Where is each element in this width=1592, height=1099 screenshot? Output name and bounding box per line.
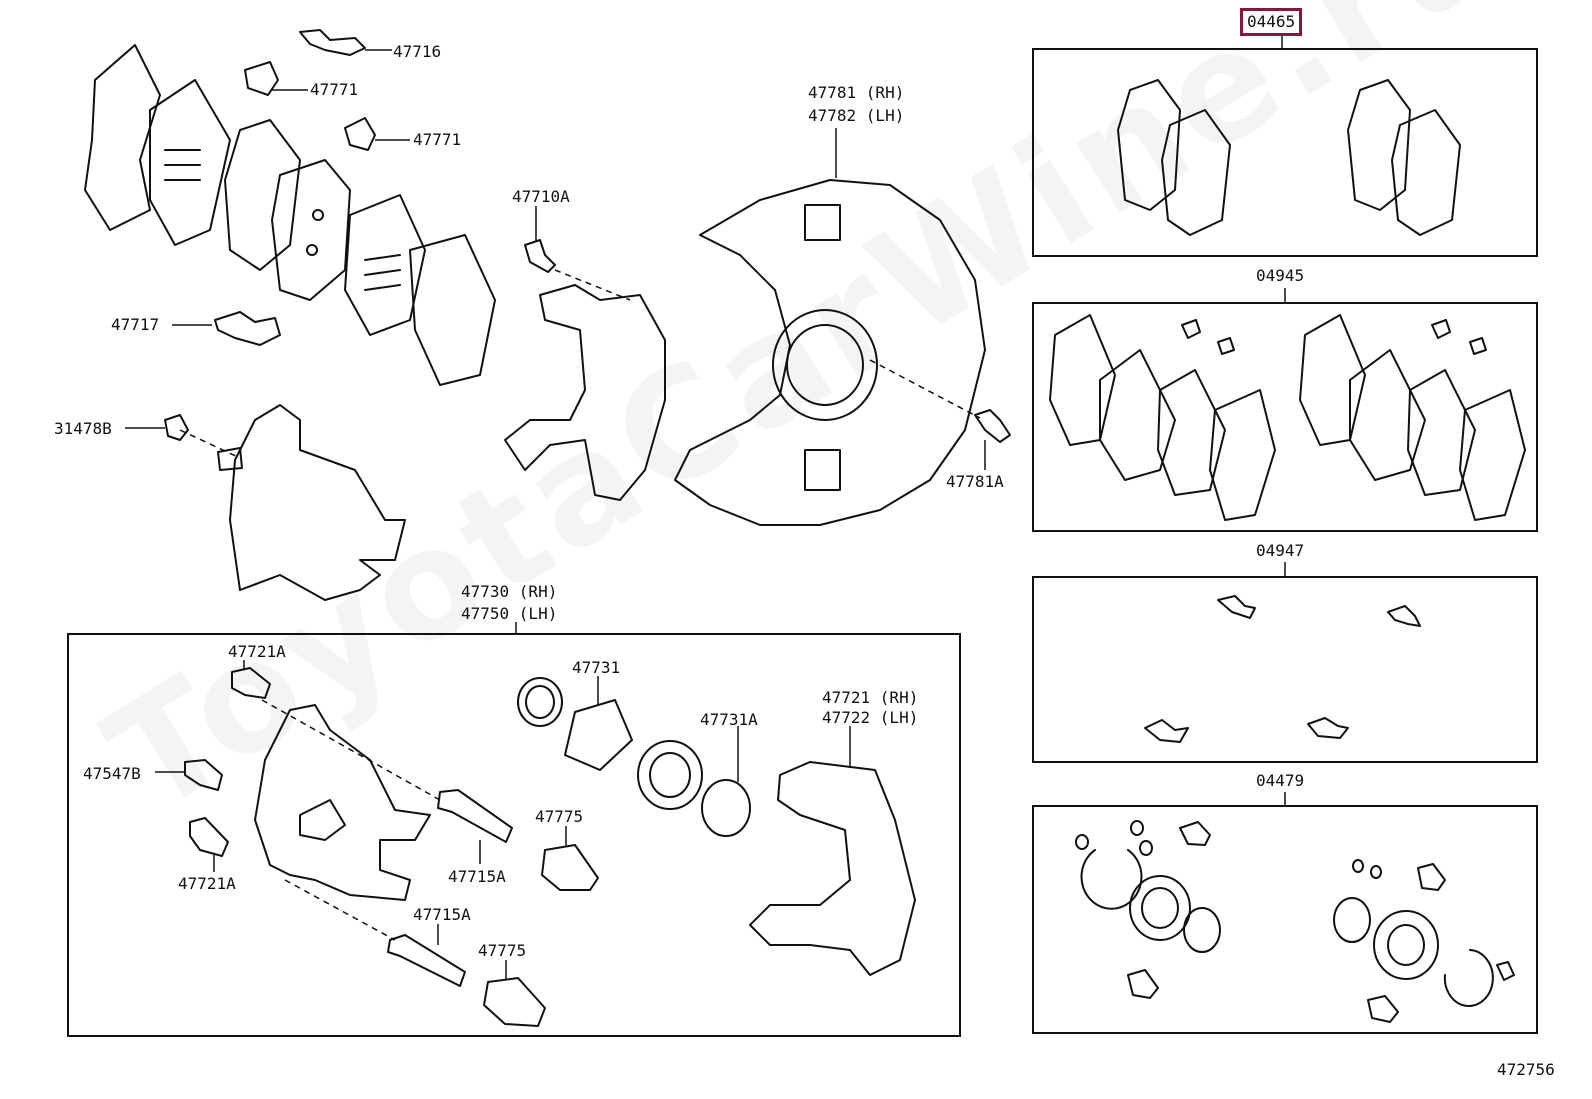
anti-squeal-shim-inner[interactable] [344, 194, 496, 386]
clip-47716[interactable] [299, 29, 392, 56]
slide-pin-47715a-right[interactable] [437, 789, 513, 864]
callout-47781-rh: 47781 (RH) [808, 83, 905, 102]
callout-47547b: 47547B [83, 764, 141, 783]
callout-47731a: 47731A [700, 710, 758, 729]
callout-47771-a: 47771 [310, 80, 359, 99]
clip-47717[interactable] [172, 311, 281, 346]
kit-label-04945[interactable]: 04945 [1256, 266, 1305, 285]
callout-47722-lh: 47722 (LH) [822, 708, 919, 727]
piston-47731[interactable] [564, 676, 633, 771]
caliper-bracket[interactable] [749, 726, 916, 976]
set-ring-47731a[interactable] [701, 726, 751, 837]
callout-47717: 47717 [111, 315, 160, 334]
cylinder-kit-parts [1075, 820, 1515, 1023]
callout-47721a-bottom: 47721A [178, 874, 236, 893]
callout-31478b: 31478B [54, 419, 112, 438]
pad-kit-pads [1117, 79, 1461, 236]
callout-47721a-top: 47721A [228, 642, 286, 661]
callout-47781a: 47781A [946, 472, 1004, 491]
bolt-47781a[interactable] [974, 409, 1011, 470]
illustration-number: 472756 [1497, 1060, 1555, 1079]
caliper-cylinder[interactable] [254, 699, 441, 941]
shim-kit-frame [1032, 302, 1538, 532]
bush-dust-boot-47775-top[interactable] [541, 826, 599, 891]
slide-pin-47715a-bottom[interactable] [387, 924, 466, 987]
bolt-47721a-top[interactable] [231, 660, 271, 699]
callout-47750-lh: 47750 (LH) [461, 604, 558, 623]
callout-47716: 47716 [393, 42, 442, 61]
callout-47731: 47731 [572, 658, 621, 677]
clip-kit-frame [1032, 576, 1538, 763]
callout-47771-b: 47771 [413, 130, 462, 149]
cylinder-kit-frame [1032, 805, 1538, 1034]
clip-kit-clips [1144, 595, 1421, 743]
kit-label-04947[interactable]: 04947 [1256, 541, 1305, 560]
shim-kit-shims [1049, 314, 1526, 521]
cylinder-boot[interactable] [637, 740, 703, 810]
disc-dust-cover[interactable] [674, 128, 986, 526]
kit-label-04479[interactable]: 04479 [1256, 771, 1305, 790]
brake-pad-outer[interactable] [224, 119, 351, 301]
bolt-47547b[interactable] [155, 759, 223, 791]
anti-squeal-shim-outer[interactable] [84, 44, 231, 246]
callout-47715a-right: 47715A [448, 867, 506, 886]
callout-47721-rh: 47721 (RH) [822, 688, 919, 707]
caliper-assembly-frame [67, 633, 961, 1037]
pad-kit-frame [1032, 48, 1538, 257]
callout-47715a-bottom: 47715A [413, 905, 471, 924]
bolt-47721a-bottom[interactable] [189, 817, 229, 872]
clip-47771-a[interactable] [244, 61, 308, 96]
callout-47710a: 47710A [512, 187, 570, 206]
callout-47775-bottom: 47775 [478, 941, 527, 960]
torque-plate[interactable] [504, 206, 666, 501]
seal-ring-47731[interactable] [517, 677, 563, 727]
bush-dust-boot-47775-bottom[interactable] [483, 960, 546, 1027]
callout-47782-lh: 47782 (LH) [808, 106, 905, 125]
clip-47771-b[interactable] [344, 117, 410, 151]
kit-label-04465[interactable]: 04465 [1240, 8, 1303, 36]
callout-47730-rh: 47730 (RH) [461, 582, 558, 601]
callout-47775-top: 47775 [535, 807, 584, 826]
cylinder-body[interactable] [125, 404, 406, 601]
